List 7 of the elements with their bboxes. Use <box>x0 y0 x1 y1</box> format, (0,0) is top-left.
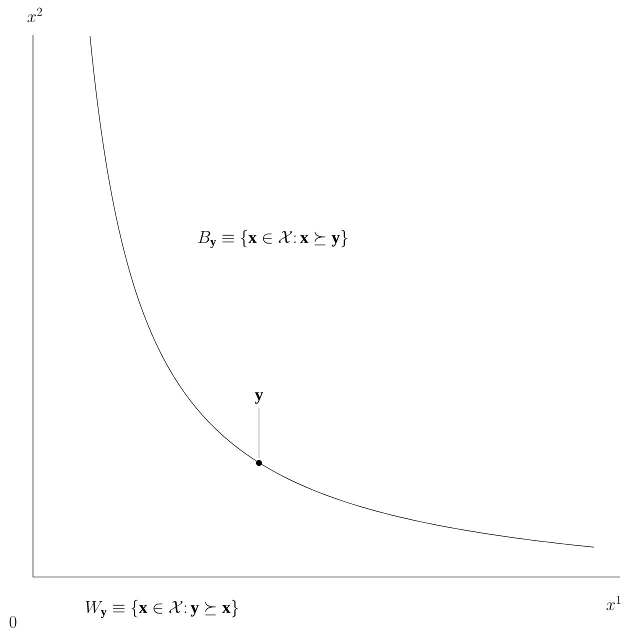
set-label: $B_{\mathbf{y}} \equiv \{\mathbf{x} \in \mathcal{X}\colon \mathbf{x} \succeq \mathbf{y}\}$ <box>198 230 348 248</box>
origin-label: $0$ <box>10 616 16 628</box>
axis-label: $x^{1}$ <box>606 596 621 610</box>
leader-line <box>258 407 260 458</box>
set-label: $W_{\mathbf{y}} \equiv \{\mathbf{x} \in \mathcal{X}\colon \mathbf{y} \succeq \mathbf{x}\}$ <box>86 600 238 618</box>
axis-label: $x^{2}$ <box>28 8 42 22</box>
point-label: $\mathbf{y}$ <box>254 392 264 404</box>
